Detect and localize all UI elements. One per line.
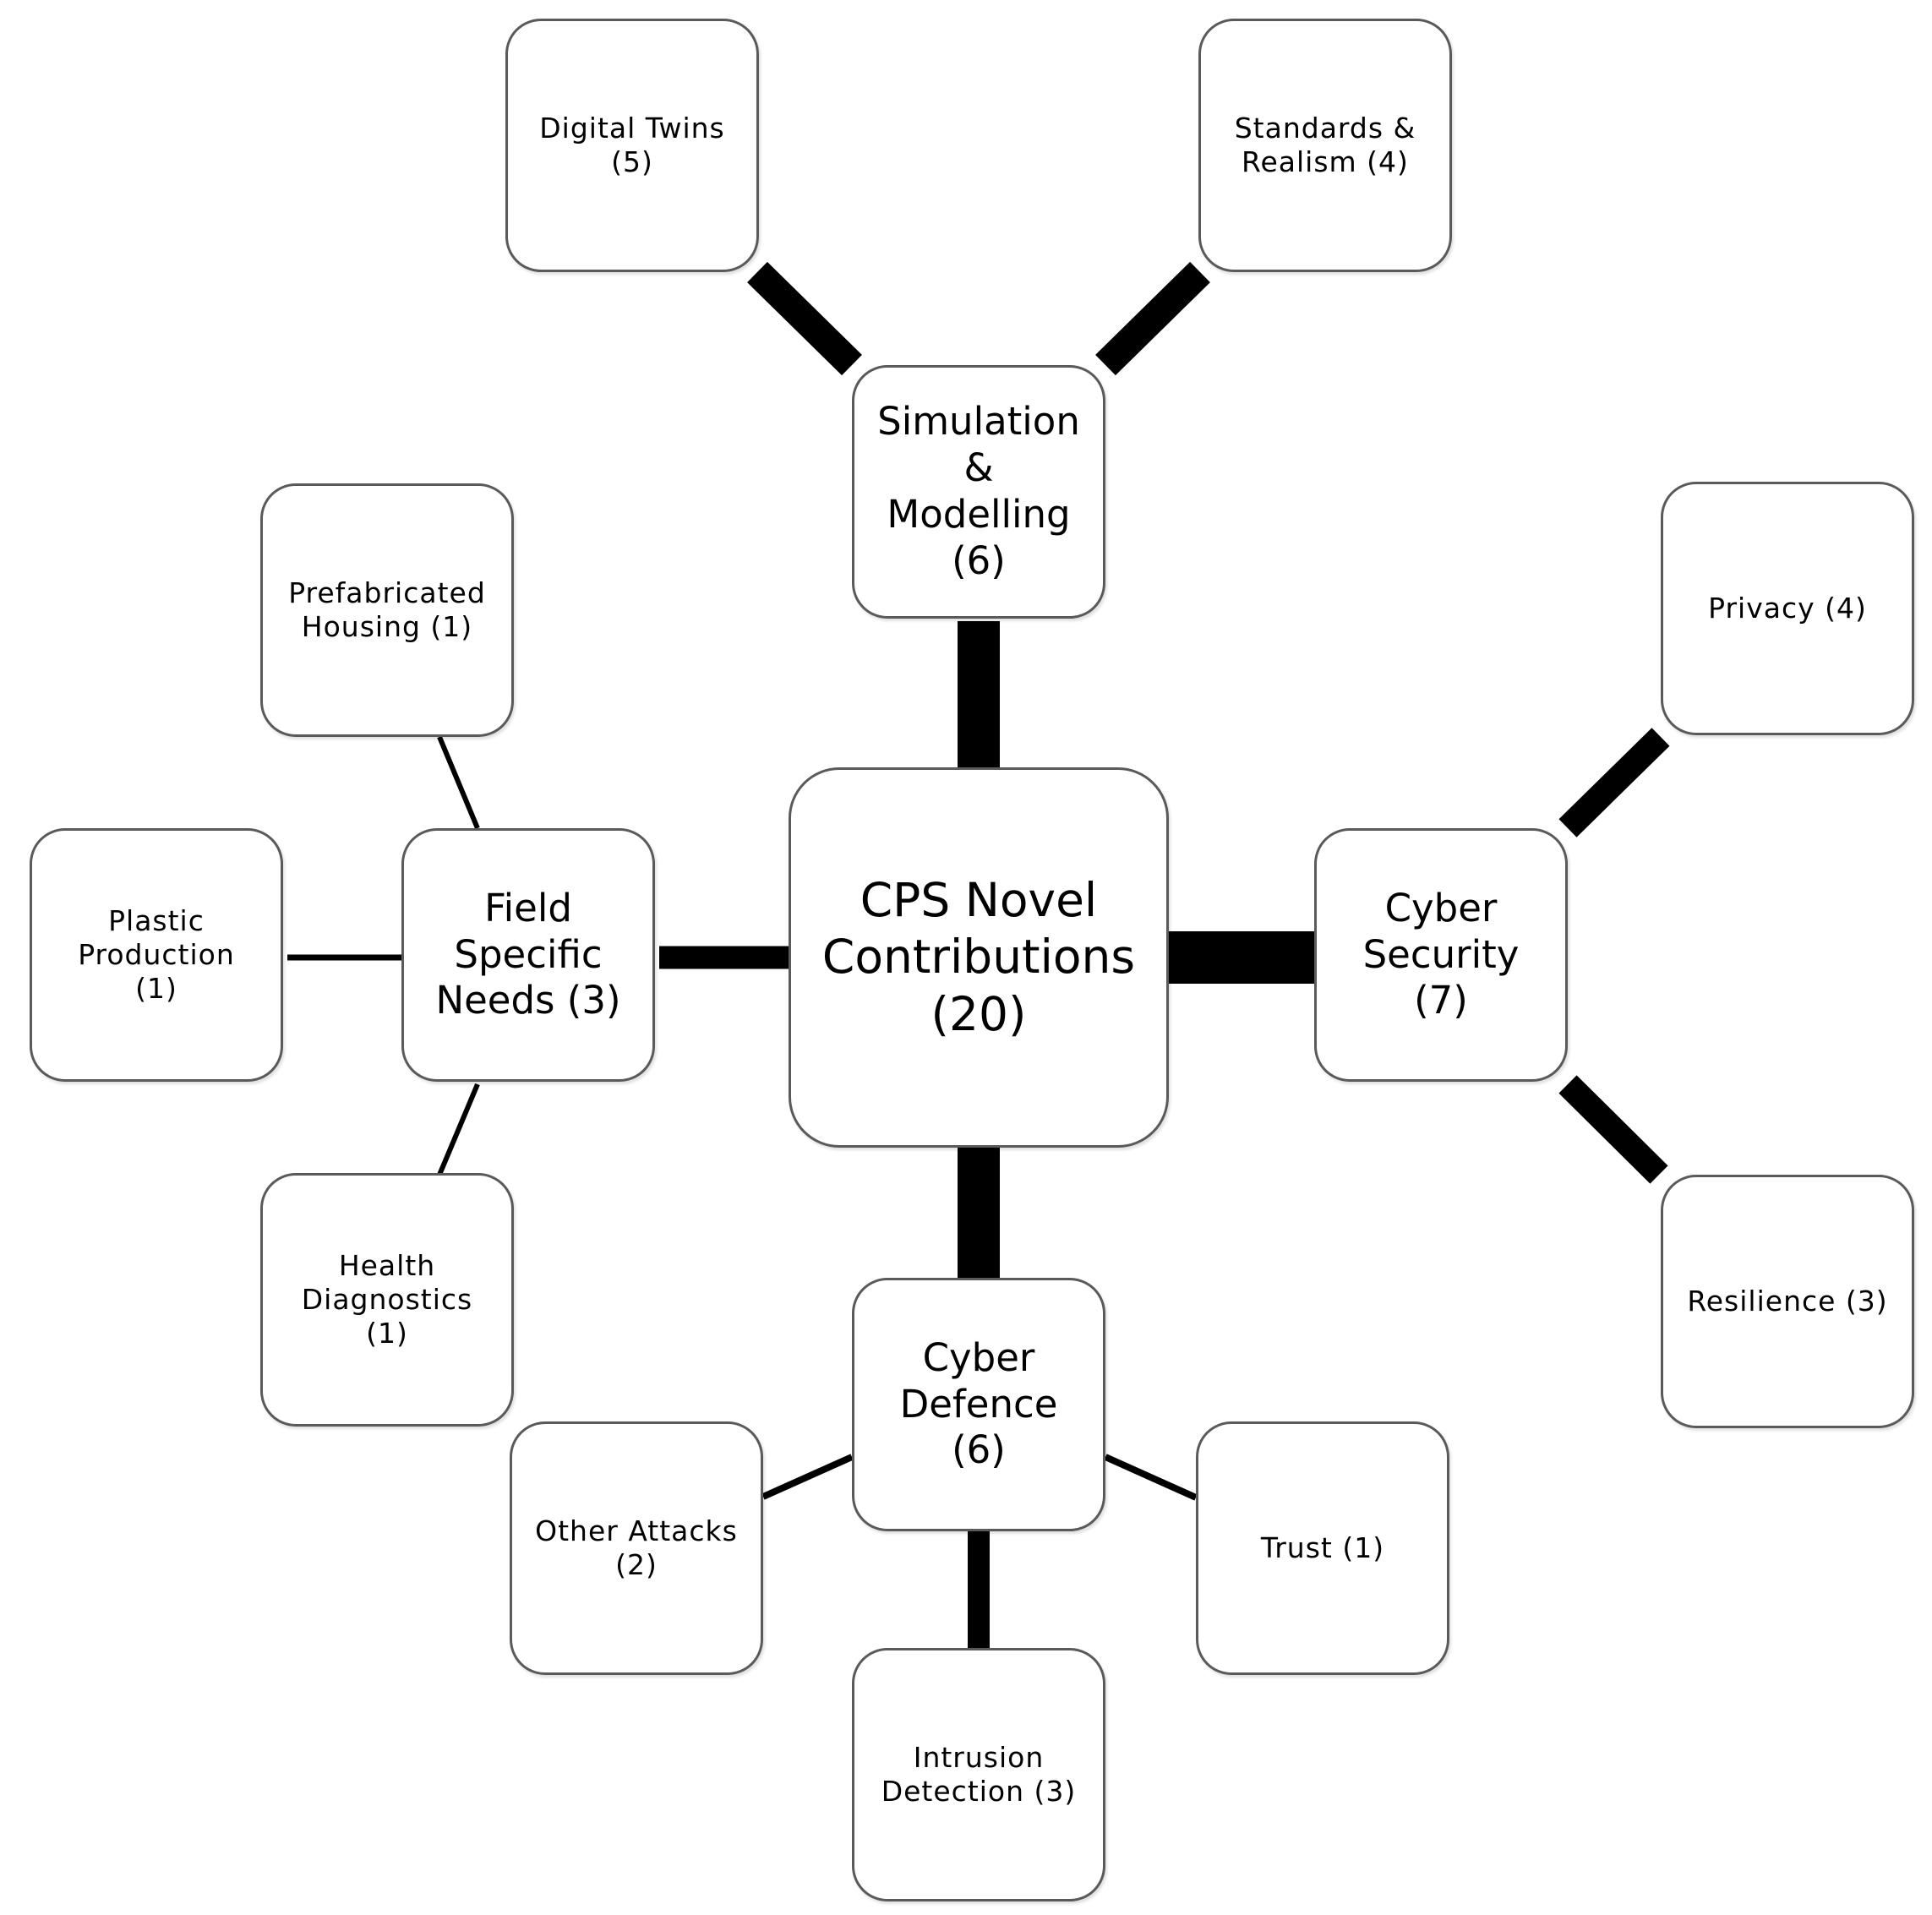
leaf-digital-twins: Digital Twins (5) [505,19,759,272]
connector-security-resilience [1558,1075,1668,1184]
leaf-prefabricated-housing: Prefabricated Housing (1) [260,483,514,737]
leaf-intrusion-detection: Intrusion Detection (3) [852,1648,1105,1901]
leaf-other-attacks: Other Attacks (2) [510,1421,763,1675]
connector-field-prefab [437,735,480,830]
connector-security-privacy [1558,728,1670,837]
center-node: CPS Novel Contributions (20) [789,767,1169,1148]
leaf-resilience: Resilience (3) [1661,1175,1914,1428]
connector-simulation-digital-twins [747,261,862,376]
branch-cyber-defence: Cyber Defence (6) [852,1278,1105,1531]
branch-field-specific-needs: Field Specific Needs (3) [401,828,655,1082]
branch-simulation-modelling: Simulation & Modelling (6) [852,365,1105,619]
leaf-standards-realism: Standards & Realism (4) [1198,19,1452,272]
leaf-trust: Trust (1) [1196,1421,1449,1675]
leaf-plastic-production: Plastic Production (1) [30,828,283,1082]
connector-defence-trust [1104,1454,1198,1501]
branch-cyber-security: Cyber Security (7) [1314,828,1568,1082]
leaf-health-diagnostics: Health Diagnostics (1) [260,1173,514,1427]
leaf-privacy: Privacy (4) [1661,482,1914,735]
connector-field-health [437,1083,480,1176]
connector-defence-other-attacks [761,1454,854,1500]
connector-simulation-standards [1095,261,1210,376]
